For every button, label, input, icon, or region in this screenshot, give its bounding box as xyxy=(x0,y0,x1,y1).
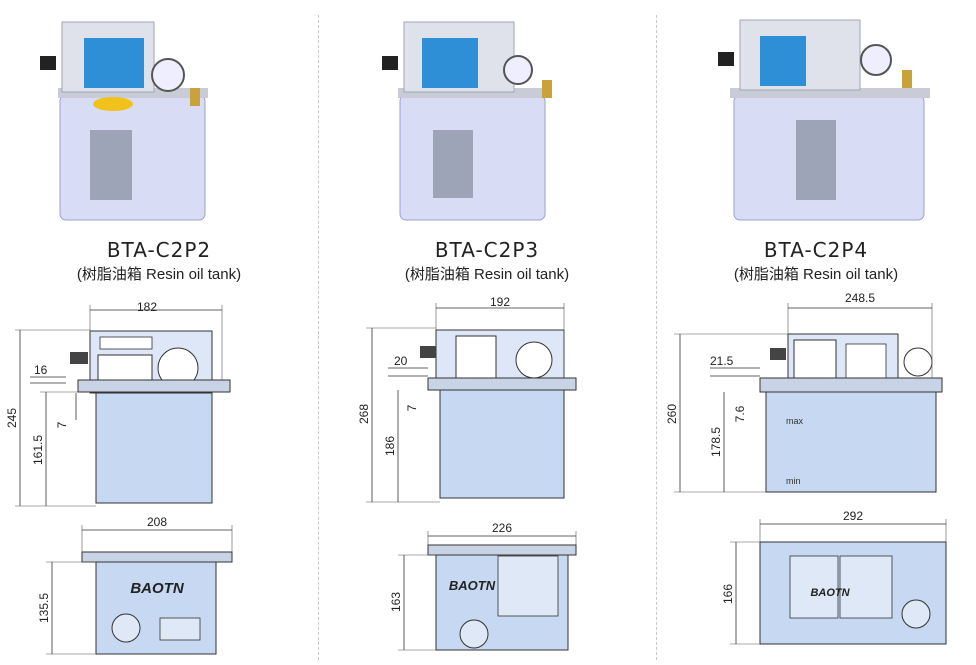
dim-top-width: 208 xyxy=(147,515,167,529)
pump xyxy=(796,120,836,200)
model-name: BTA-C2P4 xyxy=(763,238,869,262)
cable-gland xyxy=(40,56,56,70)
dim-top-depth: 163 xyxy=(389,592,403,612)
dim-lower-height: 161.5 xyxy=(31,435,45,465)
control-box xyxy=(89,330,213,394)
tank xyxy=(59,94,206,221)
dim-d1: 20 xyxy=(394,354,408,368)
pump xyxy=(90,130,132,200)
pump-cover xyxy=(839,555,893,619)
model-subtitle: (树脂油箱 Resin oil tank) xyxy=(733,266,899,283)
brand-plate xyxy=(99,336,153,350)
pressure-gauge-icon xyxy=(503,55,533,85)
outlet-fitting xyxy=(542,80,552,98)
tank-top xyxy=(759,541,947,645)
dim-d2: 7 xyxy=(405,404,419,411)
panel xyxy=(793,339,837,385)
cable-gland xyxy=(382,56,398,70)
dim-front-height: 245 xyxy=(5,408,19,428)
blue-panel xyxy=(760,36,806,86)
model-name: BTA-C2P2 xyxy=(106,238,212,262)
dim-top-depth: 166 xyxy=(721,584,735,604)
model-subtitle: (树脂油箱 Resin oil tank) xyxy=(76,266,242,283)
pump-cover xyxy=(159,617,201,641)
dim-front-width: 248.5 xyxy=(845,291,875,305)
cable-gland xyxy=(770,348,786,360)
pressure-gauge-icon xyxy=(903,347,933,377)
tank-body xyxy=(439,389,565,499)
model-name: BTA-C2P3 xyxy=(434,238,540,262)
dim-d2: 7.6 xyxy=(733,405,747,422)
product-photo-2 xyxy=(382,21,552,221)
flange xyxy=(81,551,233,563)
cable-gland xyxy=(718,52,734,66)
dim-lower-height: 186 xyxy=(383,436,397,456)
outlet-fitting xyxy=(190,88,200,106)
pressure-gauge-icon xyxy=(860,44,892,76)
mount-plate xyxy=(427,377,577,391)
product-photo-1 xyxy=(40,21,208,221)
top-view: 292 BAOTN 166 xyxy=(721,509,947,645)
tank-body xyxy=(95,392,213,504)
product-column-3: BTA-C2P4 (树脂油箱 Resin oil tank) max min 2… xyxy=(656,0,976,665)
dim-front-width: 182 xyxy=(137,300,157,314)
mount-plate xyxy=(77,379,231,393)
tank-top xyxy=(435,554,569,651)
tank-rim xyxy=(730,88,930,98)
column-separator xyxy=(656,15,657,660)
top-view: 208 BAOTN 135.5 xyxy=(37,515,233,655)
tank-rim xyxy=(58,88,208,98)
blue-panel xyxy=(84,38,144,88)
pressure-gauge-icon xyxy=(157,347,199,389)
pressure-gauge-icon xyxy=(515,341,553,379)
panel xyxy=(455,335,497,385)
dim-top-width: 292 xyxy=(843,509,863,523)
mount-plate xyxy=(759,377,943,393)
product-column-1: BTA-C2P2 (树脂油箱 Resin oil tank) 182 245 1 xyxy=(0,0,318,665)
front-view: max min 248.5 260 178.5 21.5 7.6 xyxy=(665,291,943,493)
product-photo-3 xyxy=(718,19,930,221)
control-box xyxy=(435,329,565,387)
tank-rim xyxy=(398,88,548,98)
brand-logo: BAOTN xyxy=(810,587,850,599)
fill-port-icon xyxy=(901,599,931,629)
model-subtitle: (树脂油箱 Resin oil tank) xyxy=(404,266,570,283)
panel xyxy=(97,354,153,386)
front-view: 182 245 161.5 16 7 xyxy=(5,300,231,507)
dim-front-width: 192 xyxy=(490,295,510,309)
front-view: 192 268 186 20 7 xyxy=(357,295,577,503)
dim-d1: 16 xyxy=(34,363,48,377)
outlet-fitting xyxy=(902,70,912,88)
cable-gland xyxy=(70,352,88,364)
dim-front-height: 260 xyxy=(665,404,679,424)
control-cover xyxy=(789,555,839,619)
window xyxy=(845,343,887,379)
fill-cap-icon xyxy=(93,97,133,111)
control-box xyxy=(787,333,899,387)
column-separator xyxy=(318,15,319,660)
top-view: 226 BAOTN 163 xyxy=(389,521,577,651)
dim-front-height: 268 xyxy=(357,404,371,424)
min-mark: min xyxy=(786,476,801,486)
pump xyxy=(433,130,473,198)
fill-port-icon xyxy=(459,619,489,649)
tank-top xyxy=(95,561,217,655)
dim-d2: 7 xyxy=(55,421,69,428)
dim-d1: 21.5 xyxy=(710,354,734,368)
cable-gland xyxy=(420,346,436,358)
pump-cover xyxy=(497,555,559,617)
pressure-gauge-icon xyxy=(151,58,185,92)
tank-body xyxy=(765,391,937,493)
dim-lower-height: 178.5 xyxy=(709,427,723,457)
brand-logo: BAOTN xyxy=(130,580,184,597)
flange xyxy=(427,544,577,556)
fill-port-icon xyxy=(111,613,141,643)
brand-logo: BAOTN xyxy=(449,578,496,593)
blue-panel xyxy=(422,38,478,88)
max-mark: max xyxy=(786,416,804,426)
dim-top-width: 226 xyxy=(492,521,512,535)
product-column-2: BTA-C2P3 (树脂油箱 Resin oil tank) 192 268 1… xyxy=(318,0,656,665)
dim-top-depth: 135.5 xyxy=(37,593,51,623)
